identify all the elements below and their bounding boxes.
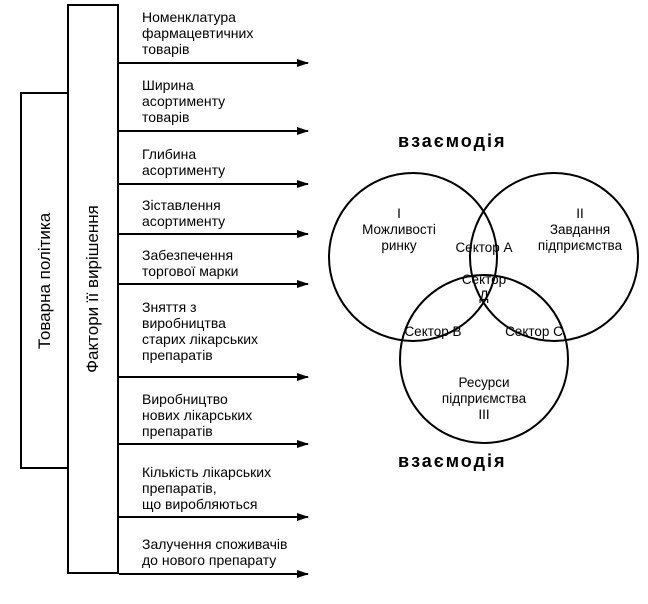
factor-item-7: Виробництво нових лікарських препаратів: [142, 391, 253, 439]
sector-a-label: Сектор А: [455, 240, 513, 255]
interaction-label-bottom: взаємодія: [398, 451, 507, 471]
factor-item-8: Кількість лікарських препаратів, що виро…: [142, 464, 272, 512]
sector-d-label: Сектор Д: [461, 272, 507, 303]
factor-item-3: Глибина асортименту: [142, 146, 226, 178]
sector-c-label: Сектор С: [505, 324, 563, 339]
venn-circle-3-label: Ресурси підприємства ІІІ: [441, 375, 527, 422]
factor-item-2: Ширина асортименту товарів: [142, 77, 226, 125]
interaction-label-top: взаємодія: [398, 131, 507, 151]
venn-circle-2: [469, 172, 639, 342]
venn-circle-1: [328, 172, 498, 342]
factor-item-6: Зняття з виробництва старих лікарських п…: [142, 299, 259, 363]
venn-circle-2-label: ІІ Завдання підприємства: [537, 206, 623, 253]
factor-item-4: Зіставлення асортименту: [142, 197, 226, 229]
factor-item-5: Забезпечення торгової марки: [142, 247, 239, 279]
factor-item-9: Залучення споживачів до нового препарату: [142, 536, 288, 568]
venn-circle-1-label: І Можливості ринку: [362, 206, 436, 253]
policy-box: Товарна політика: [20, 92, 68, 469]
factors-box: Фактори її вирішення: [67, 4, 119, 574]
factor-item-1: Номенклатура фармацевтичних товарів: [142, 9, 254, 57]
sector-b-label: Сектор В: [404, 324, 462, 339]
venn-circle-3: [399, 274, 569, 444]
